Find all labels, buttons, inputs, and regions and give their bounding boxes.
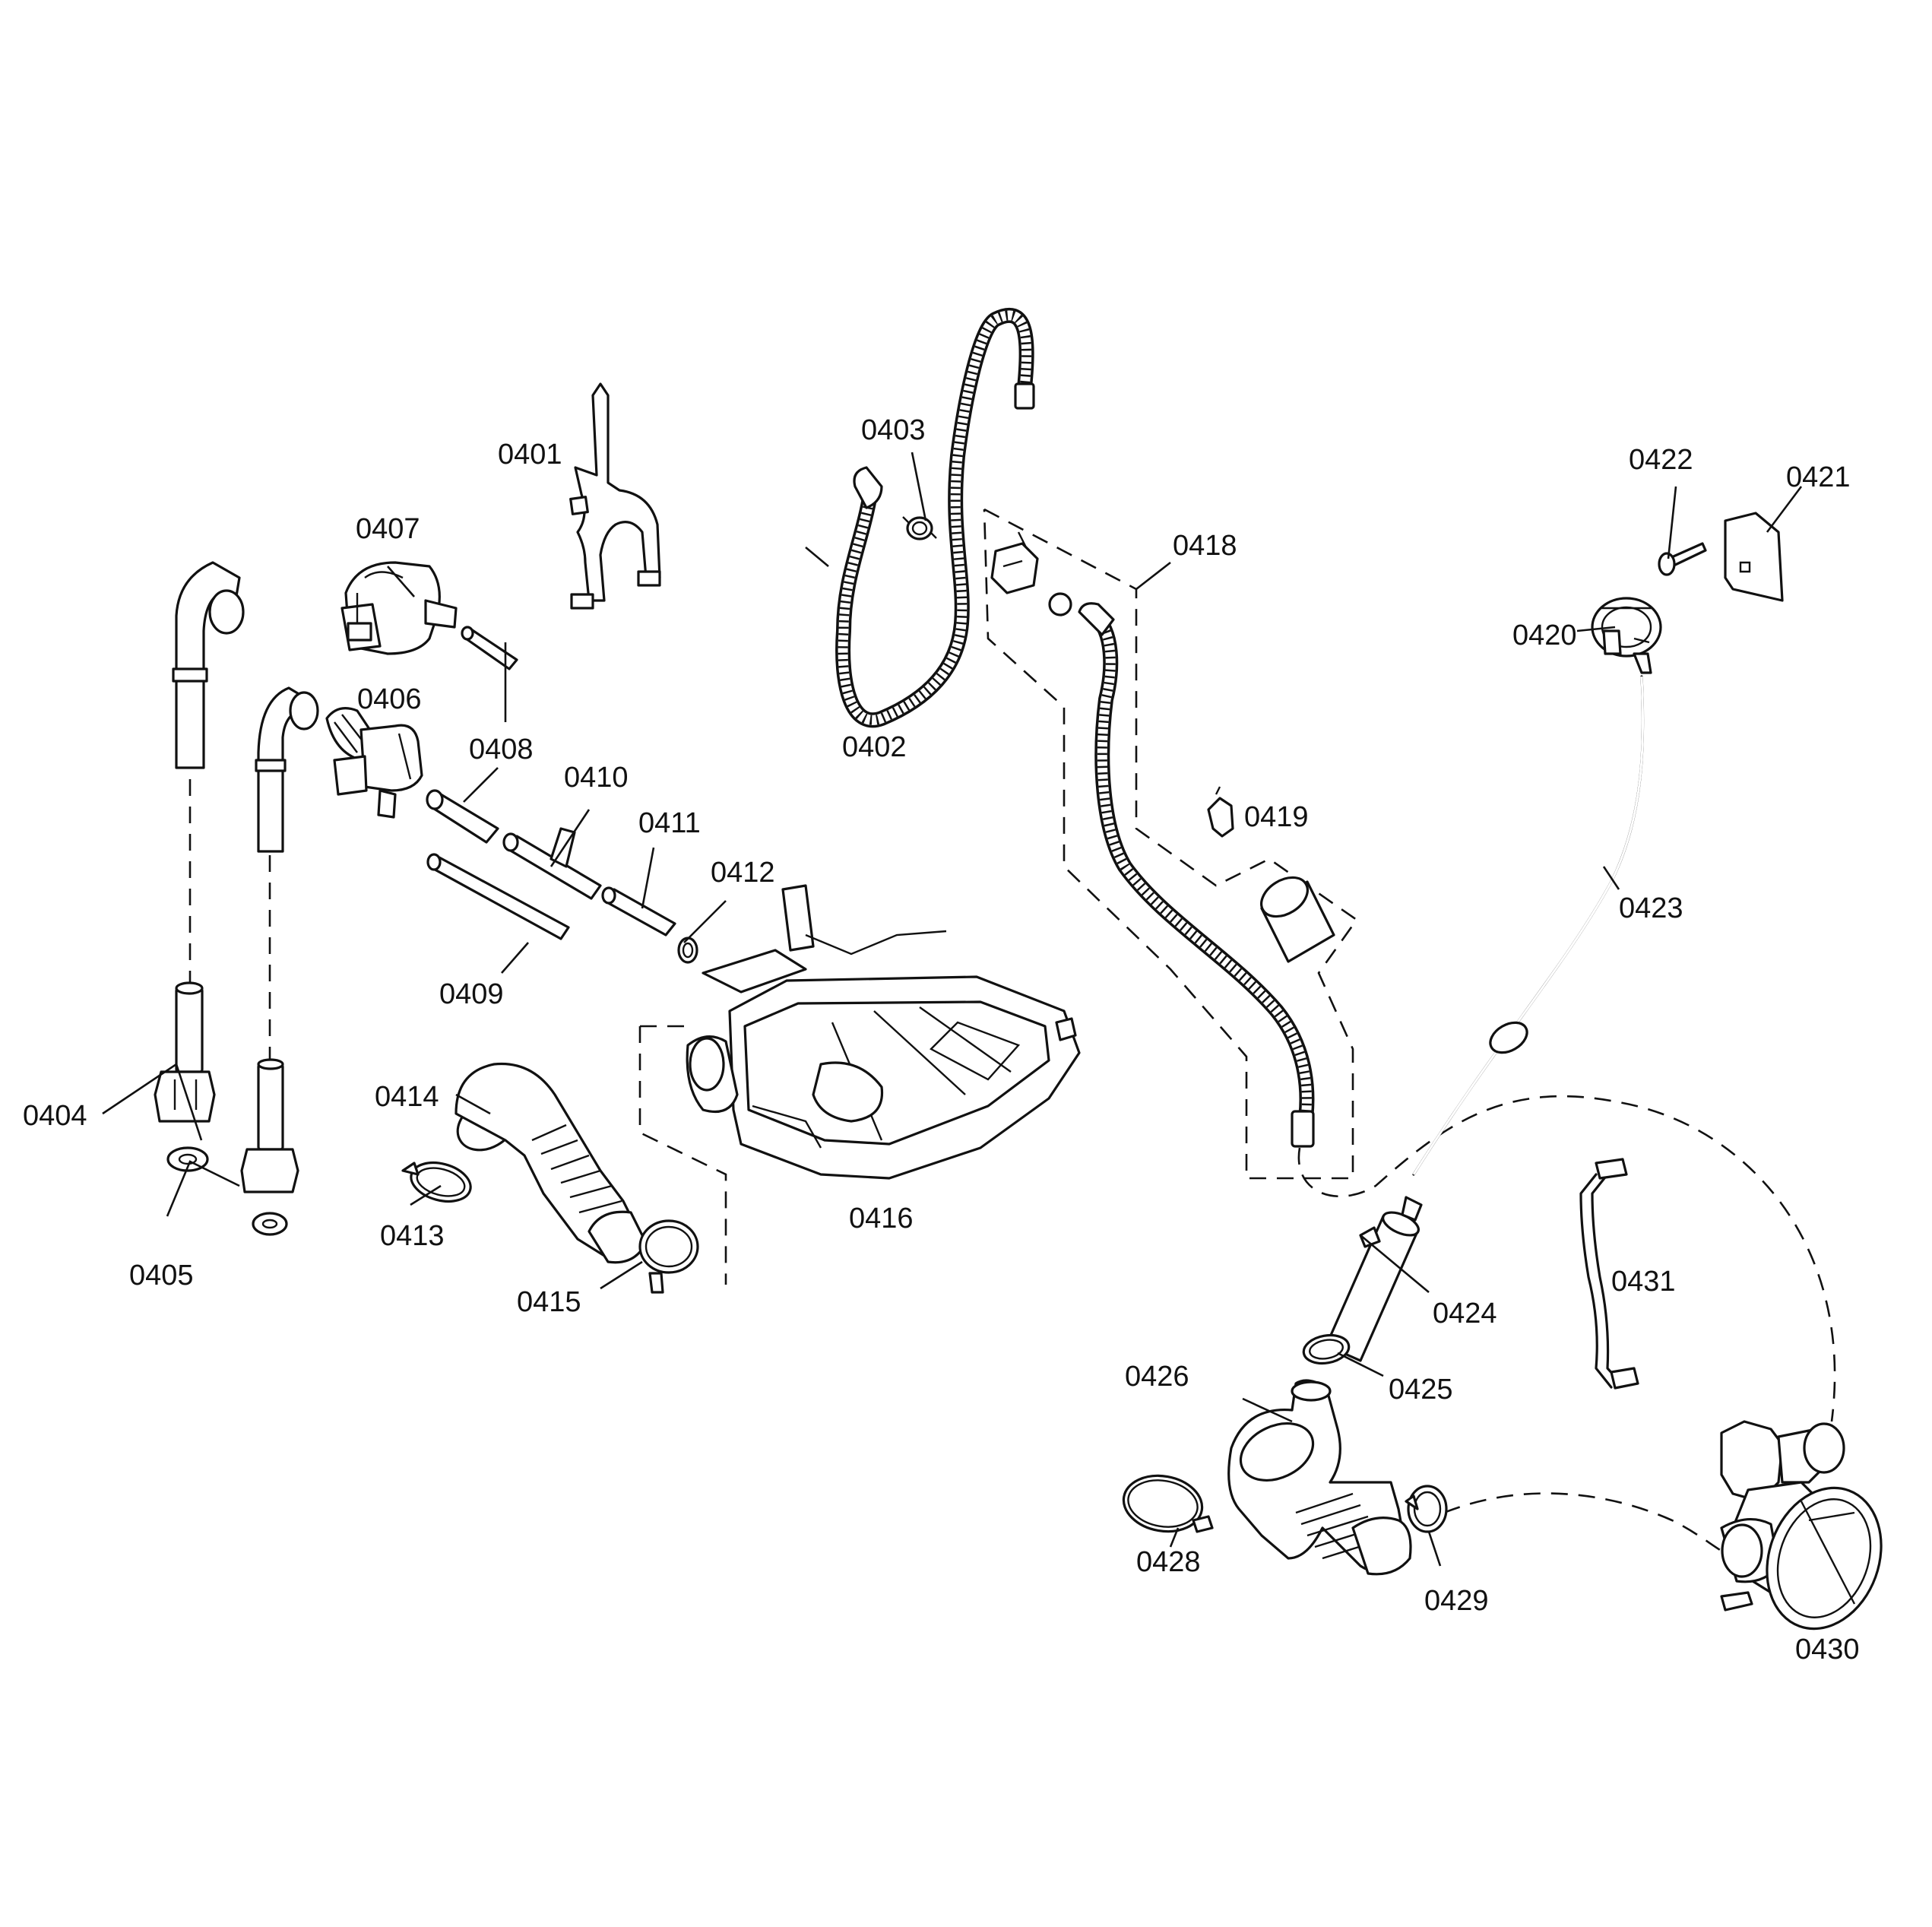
callout-0428: 0428 — [1136, 1546, 1201, 1578]
callout-0430: 0430 — [1795, 1634, 1860, 1666]
part-0422-screw — [1658, 542, 1707, 576]
callout-0421: 0421 — [1786, 461, 1851, 493]
callout-0424: 0424 — [1433, 1298, 1497, 1330]
callout-0412: 0412 — [711, 857, 775, 889]
part-0414-bellows — [454, 1062, 648, 1264]
callout-0422: 0422 — [1629, 444, 1693, 476]
part-0429-clamp — [1405, 1485, 1448, 1533]
part-0416-dispenser-housing — [686, 884, 1081, 1180]
callout-0418: 0418 — [1173, 530, 1237, 562]
callout-0429: 0429 — [1424, 1585, 1489, 1617]
callout-0420: 0420 — [1512, 620, 1577, 651]
part-0418-inlet-hose — [990, 531, 1315, 1148]
part-0405-inlet-pipe — [240, 686, 319, 1193]
part-0421-bracket — [1724, 512, 1784, 602]
callout-0407: 0407 — [356, 513, 420, 545]
part-0408-tubes — [426, 626, 518, 844]
callout-0410: 0410 — [564, 762, 629, 794]
callout-0402: 0402 — [842, 731, 907, 763]
part-0404-inlet-pipe — [154, 561, 245, 1123]
part-0406-solenoid-valve — [325, 707, 423, 819]
part-0419-clip — [1207, 786, 1234, 838]
callout-0431: 0431 — [1611, 1266, 1676, 1298]
part-0428-ring-clamp — [1122, 1474, 1214, 1533]
part-0430-drain-pump — [1720, 1420, 1883, 1631]
callout-0413: 0413 — [380, 1220, 445, 1252]
callout-0414: 0414 — [375, 1081, 439, 1113]
callout-0403: 0403 — [861, 414, 926, 446]
part-0431-wire-harness — [1579, 1158, 1639, 1390]
part-0411-tube — [601, 886, 676, 937]
part-0413-clamp — [401, 1162, 472, 1203]
part-0426-sump-hose — [1227, 1379, 1412, 1576]
callout-0419: 0419 — [1244, 801, 1309, 833]
callout-0405: 0405 — [129, 1260, 194, 1292]
part-0424-air-chamber — [1325, 1196, 1423, 1362]
part-0423-pressure-tube — [1412, 675, 1645, 1176]
part-0402-corrugated-hose — [835, 307, 1035, 728]
part-0401-y-connector — [569, 382, 661, 610]
assembly-dashed-lines — [188, 508, 1836, 1556]
callout-labels: 0401 0402 0403 0404 0405 0406 0407 0408 … — [23, 414, 1860, 1666]
callout-0416: 0416 — [849, 1203, 914, 1234]
callout-0408: 0408 — [469, 734, 534, 765]
part-0425-clamp — [1302, 1333, 1351, 1365]
callout-0411: 0411 — [638, 807, 701, 839]
callout-0425: 0425 — [1389, 1374, 1453, 1406]
part-0407-solenoid-valve — [340, 561, 458, 655]
callout-0401: 0401 — [498, 439, 562, 471]
part-0409-long-tube — [426, 853, 570, 940]
part-0418-sleeve — [1260, 876, 1335, 963]
leader-lines — [102, 452, 1803, 1567]
callout-0415: 0415 — [517, 1286, 581, 1318]
callout-0409: 0409 — [439, 978, 504, 1010]
part-0415-clamp — [638, 1219, 699, 1294]
part-0412-clamp — [677, 937, 698, 964]
part-0420-pressure-switch — [1591, 597, 1662, 674]
callout-0423: 0423 — [1619, 892, 1683, 924]
callout-0426: 0426 — [1125, 1361, 1189, 1393]
callout-0404: 0404 — [23, 1100, 87, 1132]
part-0403-clamp — [902, 516, 937, 540]
callout-0406: 0406 — [357, 683, 422, 715]
